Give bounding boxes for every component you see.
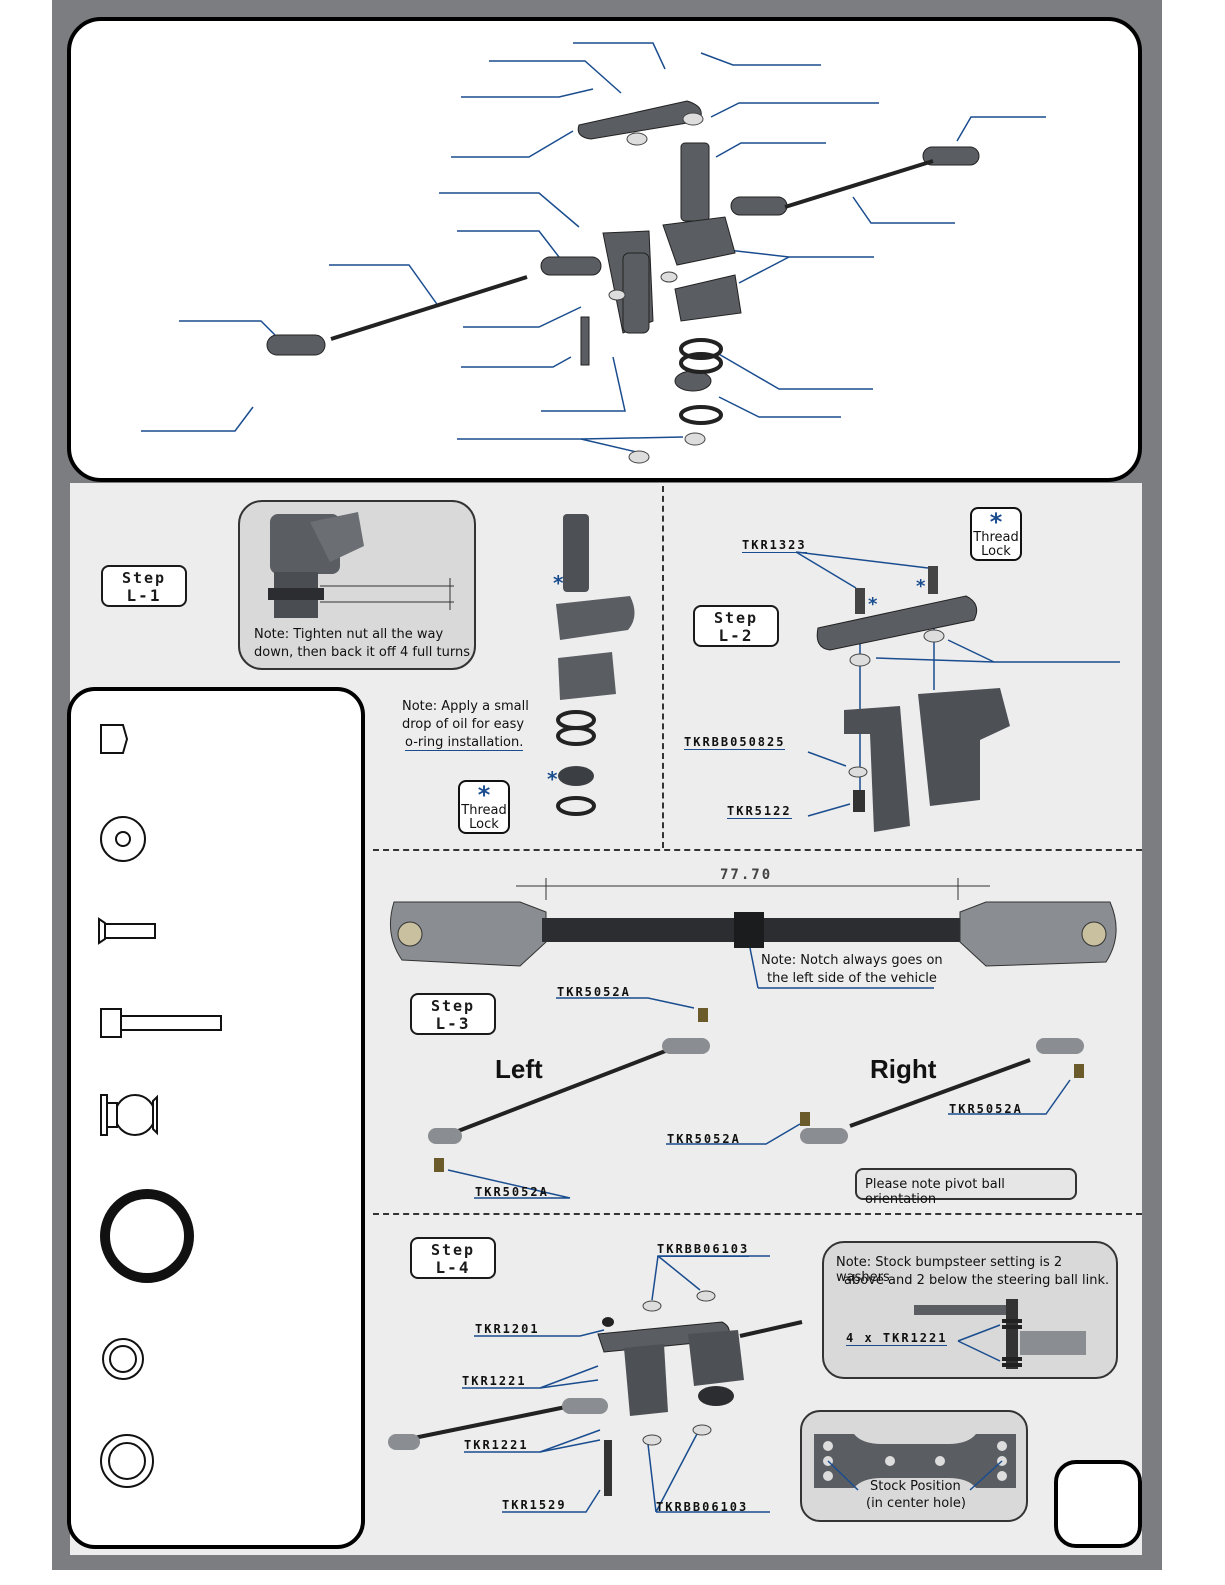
step-l2-badge: Step L-2 (693, 605, 779, 647)
lock-nut (558, 766, 594, 786)
svg-text:*: * (868, 594, 878, 615)
bumpsteer-note-line2: above and 2 below the steering ball link… (844, 1273, 1110, 1288)
pivot-ball-icon (100, 1094, 108, 1136)
steering-arm (556, 596, 635, 640)
thread-lock-line2: Lock (469, 817, 499, 832)
notch-note-line2: the left side of the vehicle (767, 971, 937, 986)
stock-position-box: Stock Position (in center hole) (800, 1410, 1028, 1522)
hardware-legend-panel (67, 687, 365, 1549)
thread-lock-line2: Lock (981, 544, 1011, 559)
thread-lock-badge-l2: * Thread Lock (970, 507, 1022, 561)
nut-note-line1: Note: Tighten nut all the way (254, 627, 444, 642)
bushing-ring-icon (100, 1189, 194, 1283)
cap-screw-icon (100, 1008, 122, 1038)
lock-nut-icon (100, 724, 129, 754)
thread-lock-icon: * (477, 781, 491, 809)
page-number-tab (1054, 1460, 1142, 1548)
rod-length-dimension: 77.70 (720, 867, 773, 883)
stock-position-line2: (in center hole) (866, 1496, 966, 1511)
thread-lock-icon: * (989, 508, 1003, 536)
divider-horizontal-1 (373, 849, 1142, 851)
svg-text:*: * (547, 767, 558, 791)
nut-note-line2: down, then back it off 4 full turns (254, 645, 470, 660)
step-number: L-1 (126, 586, 162, 605)
step-number: L-2 (718, 626, 754, 645)
stock-position-illustration (814, 1434, 1016, 1491)
left-label: Left (495, 1054, 543, 1084)
step-word: Step (713, 609, 759, 627)
svg-text:*: * (553, 571, 564, 595)
part-tkr1201-label: TKR1201 (475, 1322, 540, 1336)
svg-text:*: * (916, 576, 926, 597)
part-tkr5052a-label: TKR5052A (949, 1102, 1023, 1116)
part-tkr1221-qty-label: 4 x TKR1221 (846, 1331, 948, 1346)
part-tkrbb06103-label: TKRBB06103 (656, 1500, 749, 1514)
part-tkr5052a-label: TKR5052A (475, 1185, 549, 1199)
step-word: Step (430, 1241, 476, 1259)
thread-lock-line1: Thread (973, 530, 1019, 545)
part-tkrbb050825-label: TKRBB050825 (684, 735, 786, 750)
exploded-view-drawing (141, 42, 1046, 464)
oil-note-line3: o-ring installation. (405, 735, 524, 751)
step-l4-badge: Step L-4 (410, 1237, 496, 1279)
part-tkr1529-label: TKR1529 (502, 1498, 567, 1512)
bumpsteer-note-line1: Note: Stock bumpsteer setting is 2 washe… (836, 1255, 1063, 1285)
part-tkr5052a-label: TKR5052A (557, 985, 631, 999)
exploded-view-panel (67, 17, 1142, 482)
pivot-note-box: Please note pivot ball orientation (855, 1168, 1077, 1207)
divider-vertical (662, 486, 664, 848)
step-l3-badge: Step L-3 (410, 993, 496, 1035)
divider-horizontal-2 (373, 1213, 1142, 1215)
part-tkr1221-label: TKR1221 (462, 1374, 527, 1388)
part-tkr1221-label: TKR1221 (464, 1438, 529, 1452)
part-tkr5122-label: TKR5122 (727, 804, 792, 819)
step-word: Step (430, 997, 476, 1015)
part-tkr5052a-label: TKR5052A (667, 1132, 741, 1146)
part-tkr1323-label: TKR1323 (742, 538, 807, 553)
nut-callout (238, 500, 476, 670)
part-tkrbb06103-label: TKRBB06103 (657, 1242, 750, 1257)
nut-illustration (268, 512, 454, 618)
small-o-ring-icon (102, 1338, 144, 1380)
thread-lock-line1: Thread (461, 803, 507, 818)
step-number: L-3 (435, 1014, 471, 1033)
oil-note-line1: Note: Apply a small (402, 699, 529, 714)
step-l1-badge: Step L-1 (101, 565, 187, 607)
hardware-legend-icons (98, 724, 222, 1488)
stock-position-line1: Stock Position (870, 1479, 961, 1494)
thread-lock-badge-l1: * Thread Lock (458, 780, 510, 834)
bumpsteer-illustration (914, 1299, 1086, 1369)
oil-note-line2: drop of oil for easy (402, 717, 525, 732)
right-label: Right (870, 1054, 937, 1084)
steering-post (563, 514, 589, 592)
notch-note-line1: Note: Notch always goes on (761, 953, 943, 968)
pivot-note-text: Please note pivot ball orientation (865, 1177, 1005, 1207)
step-number: L-4 (435, 1258, 471, 1277)
steering-bellcrank (558, 652, 616, 700)
bumpsteer-note-box: Note: Stock bumpsteer setting is 2 washe… (822, 1241, 1118, 1379)
step-word: Step (121, 569, 167, 587)
